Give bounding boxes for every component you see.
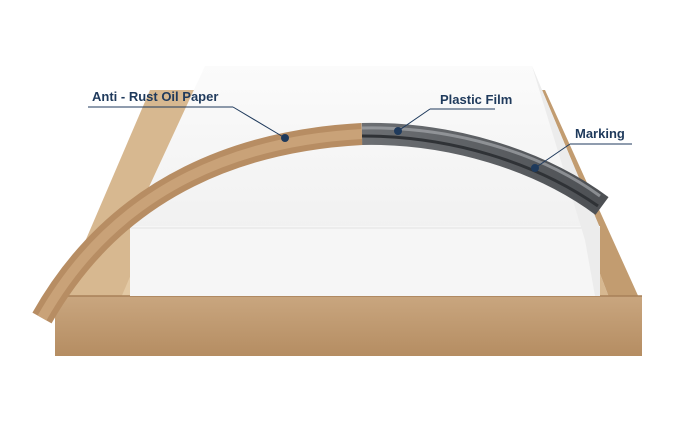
label-marking: Marking (575, 126, 625, 141)
plastic-film-marker (394, 127, 402, 135)
label-plastic-film: Plastic Film (440, 92, 513, 107)
white-box (130, 66, 600, 296)
anti-rust-marker (281, 134, 289, 142)
label-anti-rust-oil-paper: Anti - Rust Oil Paper (92, 89, 219, 104)
marking-marker (531, 164, 539, 172)
leader-lines (88, 106, 632, 172)
bearing-ring (32, 122, 609, 324)
